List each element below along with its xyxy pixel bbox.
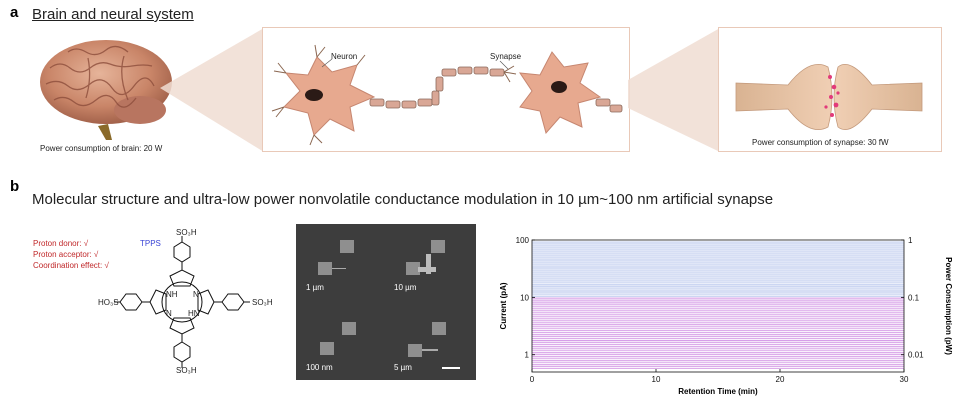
sem-label: 1 µm bbox=[306, 283, 324, 292]
neuron-illustration bbox=[271, 44, 623, 146]
x-tick-label: 30 bbox=[900, 375, 909, 384]
sem-electrode bbox=[431, 240, 445, 253]
scale-bar bbox=[442, 367, 460, 369]
group-n2: N bbox=[166, 309, 172, 318]
y-tick-label: 1 bbox=[525, 351, 530, 360]
group-n1: N bbox=[193, 290, 199, 299]
group-so3h-right: SO₃H bbox=[252, 298, 273, 307]
series-lines bbox=[532, 241, 904, 369]
panel-b-letter: b bbox=[10, 178, 20, 195]
y2-tick-label: 0.01 bbox=[908, 351, 924, 360]
panel-b-title: Molecular structure and ultra-low power … bbox=[32, 191, 774, 208]
property-item: Proton acceptor: √ bbox=[33, 250, 99, 259]
sem-channel bbox=[426, 254, 431, 274]
zoom-connector-right bbox=[628, 28, 720, 152]
neuron-label: Neuron bbox=[331, 52, 358, 61]
synapse-label: Synapse bbox=[490, 52, 522, 61]
x-tick-label: 20 bbox=[776, 375, 785, 384]
y-axis-label: Current (pA) bbox=[499, 282, 508, 329]
synapse-illustration bbox=[735, 63, 923, 131]
sem-channel bbox=[332, 268, 346, 269]
sem-electrode bbox=[408, 344, 422, 357]
group-so3h-top: SO₃H bbox=[176, 228, 197, 237]
tpps-molecular-structure bbox=[114, 236, 250, 368]
sem-label: 100 nm bbox=[306, 363, 333, 372]
y-tick-label: 10 bbox=[520, 293, 529, 302]
property-item: Coordination effect: √ bbox=[33, 261, 109, 270]
sem-electrode bbox=[406, 262, 420, 275]
brain-power-caption: Power consumption of brain: 20 W bbox=[40, 144, 163, 153]
property-list: Proton donor: √ Proton acceptor: √ Coord… bbox=[33, 238, 109, 271]
plot-frame bbox=[531, 239, 905, 373]
group-nh: NH bbox=[166, 290, 178, 299]
retention-chart: 0 10 20 30 1 10 100 0.01 0.1 1 Retention Time (mi… bbox=[499, 236, 952, 396]
molecule-name: TPPS bbox=[140, 239, 161, 248]
group-so3h-bottom: SO₃H bbox=[176, 366, 197, 375]
y2-tick-label: 1 bbox=[908, 236, 913, 245]
sem-electrode bbox=[432, 322, 446, 335]
sem-channel bbox=[422, 349, 438, 351]
sem-electrode bbox=[342, 322, 356, 335]
brain-illustration bbox=[40, 40, 172, 140]
x-axis-label: Retention Time (min) bbox=[678, 387, 758, 396]
y-tick-label: 100 bbox=[516, 236, 530, 245]
sem-label: 10 µm bbox=[394, 283, 417, 292]
sem-label: 5 µm bbox=[394, 363, 412, 372]
sem-image: 1 µm 10 µm 100 nm 5 µm bbox=[296, 224, 476, 380]
property-item: Proton donor: √ bbox=[33, 239, 89, 248]
axis-ticks: 0 10 20 30 1 10 100 0.01 0.1 1 bbox=[516, 236, 924, 384]
group-ho3s-left: HO₃S bbox=[98, 298, 119, 307]
sem-electrode bbox=[318, 262, 332, 275]
synapse-power-caption: Power consumption of synapse: 30 fW bbox=[752, 138, 889, 147]
zoom-connector-left bbox=[160, 28, 264, 152]
panel-a-letter: a bbox=[10, 4, 19, 21]
y2-tick-label: 0.1 bbox=[908, 293, 920, 302]
x-tick-label: 10 bbox=[652, 375, 661, 384]
x-tick-label: 0 bbox=[530, 375, 535, 384]
panel-a-title: Brain and neural system bbox=[32, 6, 194, 23]
sem-electrode bbox=[340, 240, 354, 253]
group-hn: HN bbox=[188, 309, 200, 318]
y2-axis-label: Power Consumption (pW) bbox=[944, 257, 952, 355]
sem-electrode bbox=[320, 342, 334, 355]
